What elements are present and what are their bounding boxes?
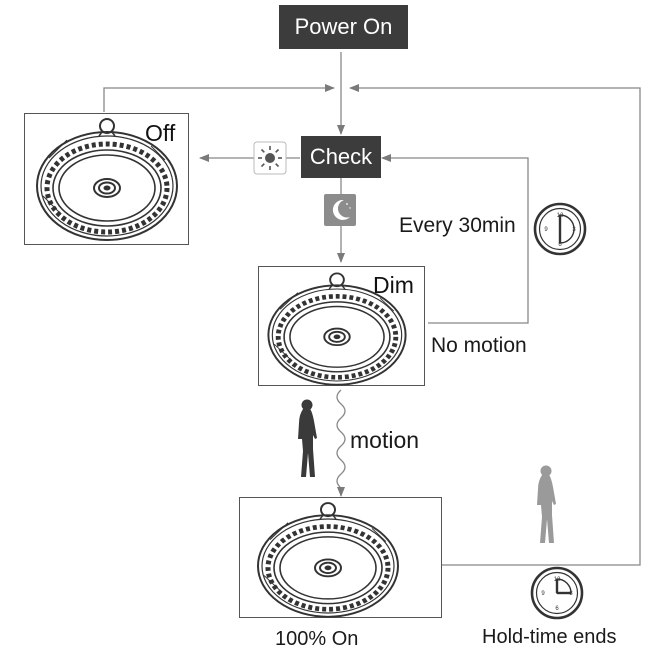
high-bay-lamp-icon	[240, 498, 443, 619]
hold-time-ends-label: Hold-time ends	[482, 626, 617, 648]
off-state-label: Off	[145, 120, 176, 146]
motion-label: motion	[350, 427, 420, 453]
svg-text:6: 6	[555, 606, 559, 612]
clock-icon: 12 3 6 9	[533, 202, 587, 256]
off-return-line	[103, 84, 335, 112]
sun-icon	[253, 141, 287, 175]
no-motion-label: No motion	[431, 334, 527, 357]
moon-icon	[324, 194, 356, 226]
walking-person-icon	[298, 399, 317, 477]
check-label: Check	[309, 144, 373, 169]
clock-icon: 12 3 6 9	[530, 566, 584, 620]
svg-text:9: 9	[541, 591, 545, 597]
full-on-label: 100% On	[275, 628, 359, 650]
check-box: Check	[301, 136, 381, 178]
svg-text:6: 6	[558, 242, 562, 248]
full-on-state-box	[239, 497, 442, 618]
standing-person-icon	[537, 465, 556, 543]
power-on-box: Power On	[279, 5, 408, 49]
svg-text:9: 9	[544, 227, 548, 233]
off-state-box: Off	[24, 113, 189, 245]
dim-state-box: Dim	[258, 266, 425, 386]
no-motion-loop-line	[381, 154, 529, 324]
power-on-label: Power On	[294, 14, 393, 39]
every-30min-label: Every 30min	[399, 214, 516, 237]
svg-text:3: 3	[569, 591, 573, 597]
hold-time-return-line	[349, 84, 641, 566]
dim-state-label: Dim	[373, 272, 414, 298]
motion-wave-line	[336, 389, 346, 497]
